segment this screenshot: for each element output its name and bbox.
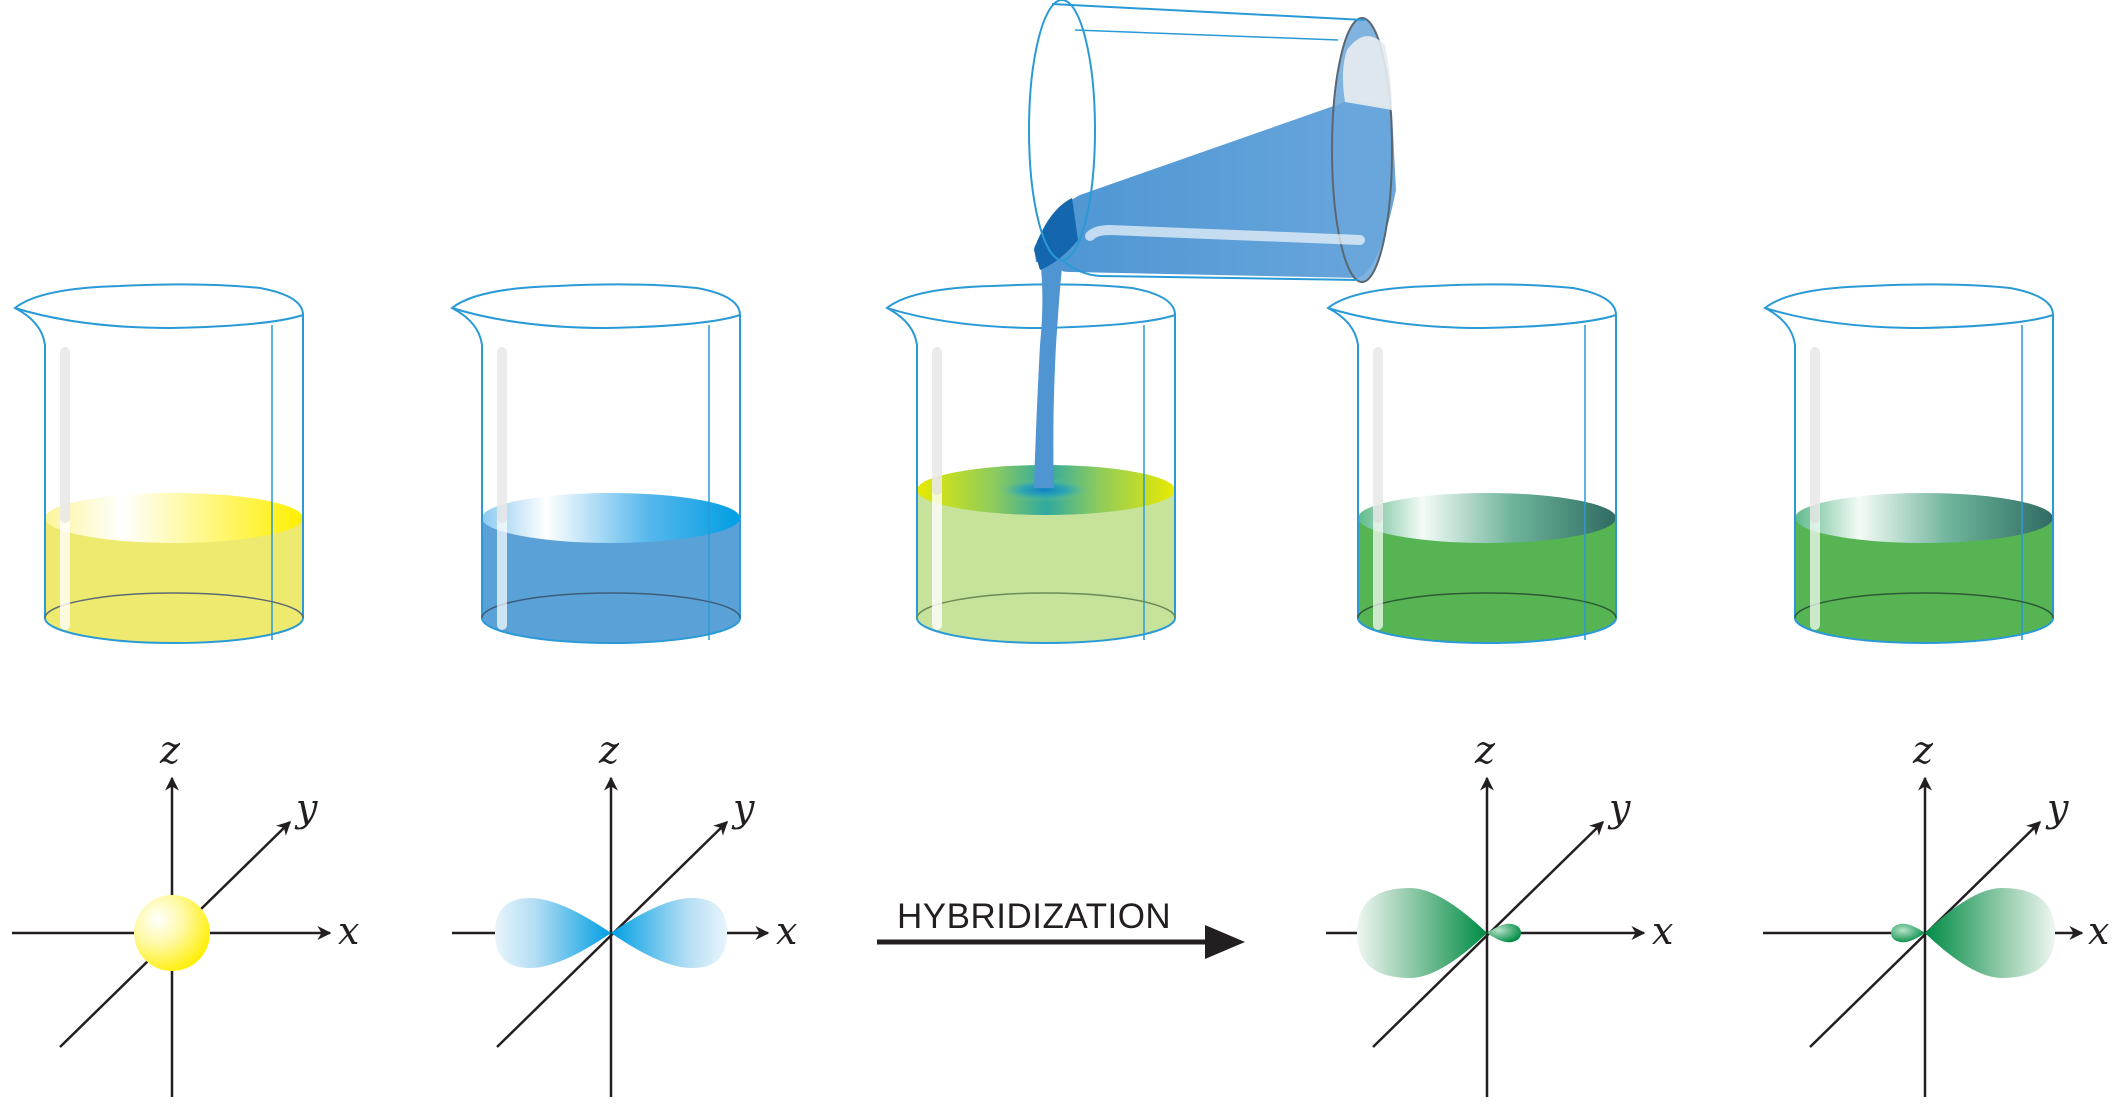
pitcher-base-glass	[1342, 36, 1392, 110]
pouring-pitcher	[1028, 0, 1396, 488]
liquid-surface-green	[1795, 493, 2053, 543]
axes-s-orbital: z y x	[12, 728, 359, 1097]
hybrid-lobe-large	[1357, 888, 1487, 978]
p-orbital-lobe-left	[495, 898, 611, 968]
beaker-green	[1763, 283, 2054, 644]
beaker-glass	[1326, 283, 1617, 644]
liquid-surface-green	[1358, 493, 1616, 543]
beaker-rim	[886, 307, 1176, 330]
beaker-bottom	[1794, 592, 2054, 619]
pitcher-liquid-dark	[1034, 198, 1078, 270]
z-axis-label: z	[159, 728, 181, 772]
axes-hybrid-right: z y x	[1763, 728, 2109, 1097]
beaker-bottom	[481, 592, 741, 619]
beaker-bottom	[1357, 592, 1617, 619]
beaker-rim	[14, 307, 304, 330]
x-axis-label: x	[2088, 909, 2109, 953]
liquid-yellow	[45, 518, 303, 643]
liquid-mixed	[917, 490, 1175, 643]
y-axis-label: y	[731, 786, 755, 830]
liquid-surface-blue	[482, 493, 740, 543]
x-axis-label: x	[1652, 909, 1673, 953]
liquid-blue	[482, 518, 740, 643]
beaker-glass	[885, 283, 1176, 644]
beaker-bottom	[44, 592, 304, 619]
beaker-glass	[13, 283, 304, 644]
beaker-mixing	[885, 283, 1176, 644]
pitcher-body	[1051, 3, 1366, 281]
pitcher-body	[1074, 29, 1339, 41]
hybridization-arrow: HYBRIDIZATION	[877, 897, 1245, 959]
splash-ring	[996, 478, 1092, 502]
beaker-green	[1326, 283, 1617, 644]
hybrid-lobe-large	[1925, 888, 2055, 978]
s-orbital-sphere	[134, 895, 210, 971]
y-axis-label: y	[294, 786, 318, 830]
pour-stream	[1034, 240, 1062, 488]
beaker-bottom	[916, 592, 1176, 619]
axes-hybrid-left: z y x	[1326, 728, 1673, 1097]
beaker-rim	[451, 307, 741, 330]
axes-p-orbital: z y x	[452, 728, 797, 1097]
y-axis	[1809, 821, 2042, 1048]
hybrid-lobe-small	[1487, 923, 1521, 943]
liquid-surface-yellow	[45, 493, 303, 543]
x-axis-label: x	[338, 909, 359, 953]
liquid-green	[1358, 518, 1616, 643]
y-axis	[1372, 821, 1605, 1048]
y-axis-label: y	[2045, 786, 2069, 830]
y-axis-label: y	[1607, 786, 1631, 830]
beaker-rim	[1327, 307, 1617, 330]
beaker-blue	[450, 283, 741, 644]
liquid-green	[1795, 518, 2053, 643]
glass-highlight	[1085, 224, 1365, 245]
beaker-rim	[1764, 307, 2054, 330]
z-axis-label: z	[598, 728, 620, 772]
x-axis-label: x	[776, 909, 797, 953]
beaker-yellow	[13, 283, 304, 644]
arrow-head	[1205, 925, 1245, 959]
y-axis	[496, 821, 729, 1048]
beaker-glass	[1763, 283, 2054, 644]
z-axis-label: z	[1912, 728, 1934, 772]
z-axis-label: z	[1474, 728, 1496, 772]
p-orbital-lobe-right	[611, 898, 727, 968]
hybrid-lobe-small	[1891, 923, 1925, 943]
hybridization-label: HYBRIDIZATION	[897, 897, 1171, 936]
beaker-glass	[450, 283, 741, 644]
